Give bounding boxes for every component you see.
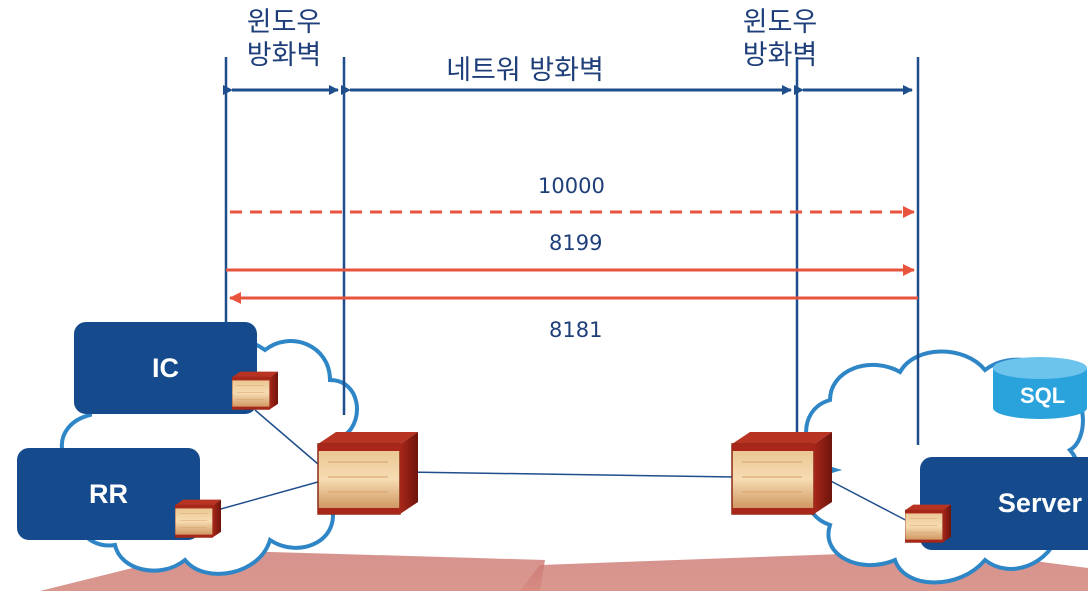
windows-firewall-left-label: 윈도우 방화벽 bbox=[228, 6, 340, 72]
server-label: Server bbox=[997, 488, 1082, 518]
main-firewall-right-icon bbox=[731, 431, 833, 515]
link-fw-server bbox=[824, 477, 916, 526]
link-rr-main bbox=[209, 479, 326, 513]
link-ic-main bbox=[254, 409, 326, 471]
host-firewall-ic-icon bbox=[232, 371, 278, 410]
port-8181-label: 8181 bbox=[549, 318, 603, 342]
floor-plane-left bbox=[40, 550, 545, 591]
rr-label: RR bbox=[89, 478, 128, 509]
main-firewall-left-icon bbox=[317, 431, 419, 515]
port-10000-label: 10000 bbox=[538, 174, 605, 198]
rr-node[interactable]: RR bbox=[17, 448, 200, 540]
sql-database-icon bbox=[993, 357, 1087, 419]
windows-firewall-right-line1: 윈도우 bbox=[742, 7, 818, 38]
ic-node[interactable]: IC bbox=[74, 322, 257, 414]
sql-label: SQL bbox=[1020, 383, 1066, 408]
windows-firewall-right-line2: 방화벽 bbox=[742, 40, 818, 71]
windows-firewall-left-line1: 윈도우 bbox=[246, 7, 322, 38]
host-firewall-rr-icon bbox=[175, 499, 221, 538]
link-fw-fw bbox=[404, 471, 736, 478]
ic-label: IC bbox=[152, 352, 179, 383]
host-firewall-server-icon bbox=[905, 504, 951, 543]
network-firewall-label: 네트워 방화벽 bbox=[446, 55, 604, 86]
port-8199-label: 8199 bbox=[549, 231, 603, 255]
windows-firewall-right-label: 윈도우 방화벽 bbox=[724, 6, 836, 72]
windows-firewall-left-line2: 방화벽 bbox=[246, 40, 322, 71]
